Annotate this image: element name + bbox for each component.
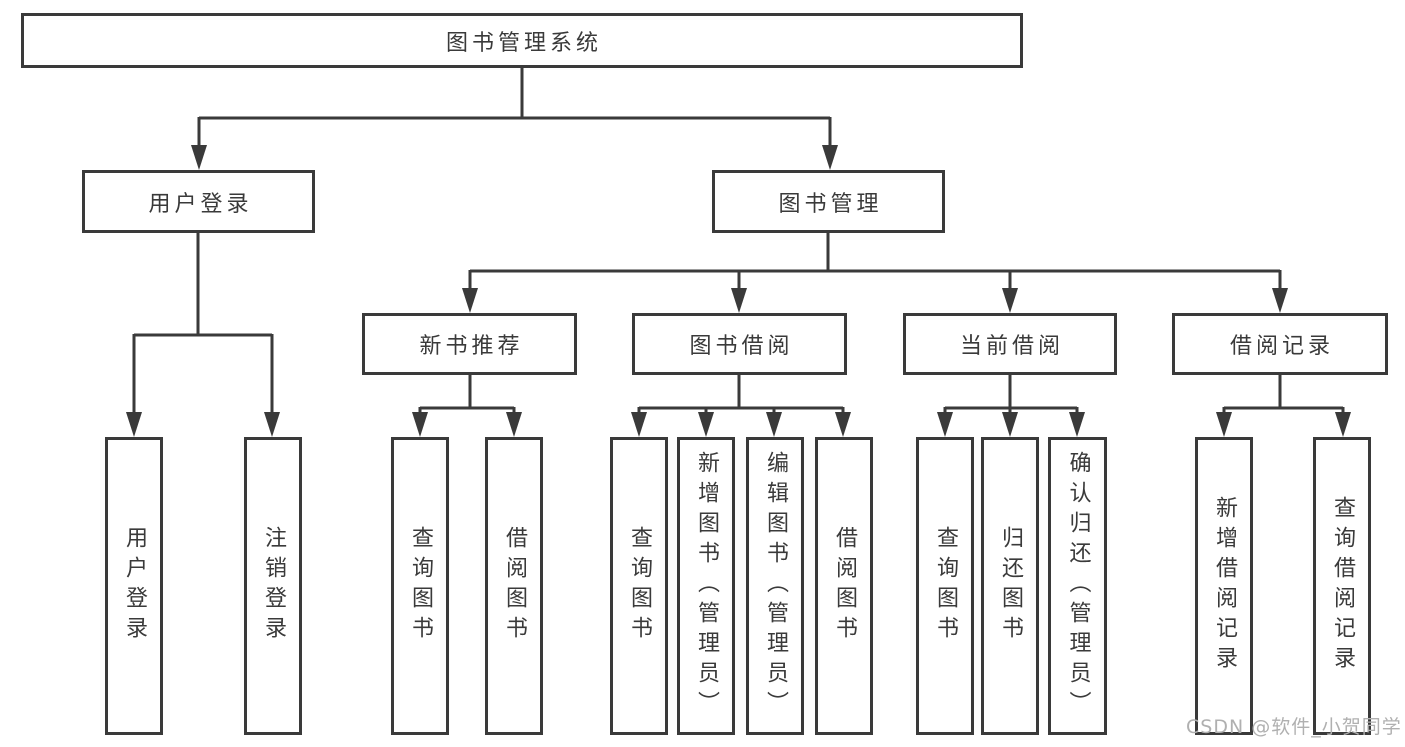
node-label: 新增图书（管理员） <box>694 451 719 721</box>
node-label: 用户登录 <box>148 191 253 217</box>
leaf-borrow-books-recommend: 借阅图书 <box>485 437 543 735</box>
node-user-login: 用户登录 <box>82 170 315 233</box>
leaf-query-books-current: 查询图书 <box>916 437 974 735</box>
node-library-management-system: 图书管理系统 <box>21 13 1023 68</box>
leaf-query-books-recommend: 查询图书 <box>391 437 449 735</box>
leaf-edit-books-admin: 编辑图书（管理员） <box>746 437 804 735</box>
node-label: 用户登录 <box>122 526 147 646</box>
node-book-borrowing: 图书借阅 <box>632 313 847 375</box>
node-label: 确认归还（管理员） <box>1065 451 1091 721</box>
node-borrowing-records: 借阅记录 <box>1172 313 1388 375</box>
leaf-add-borrow-record: 新增借阅记录 <box>1195 437 1253 735</box>
leaf-return-books: 归还图书 <box>981 437 1039 735</box>
node-label: 借阅图书 <box>502 526 527 646</box>
leaf-user-login: 用户登录 <box>105 437 163 735</box>
node-label: 借阅记录 <box>1229 334 1334 359</box>
node-label: 新增借阅记录 <box>1212 496 1237 676</box>
node-label: 查询图书 <box>933 526 958 646</box>
node-label: 新书推荐 <box>419 334 524 359</box>
leaf-query-borrow-record: 查询借阅记录 <box>1313 437 1371 735</box>
leaf-add-books-admin: 新增图书（管理员） <box>677 437 735 735</box>
node-label: 归还图书 <box>998 526 1023 646</box>
csdn-watermark: CSDN @软件_小贺同学 <box>1186 716 1402 738</box>
leaf-confirm-return-admin: 确认归还（管理员） <box>1048 437 1107 735</box>
node-label: 图书管理系统 <box>445 30 602 56</box>
node-label: 查询借阅记录 <box>1330 496 1355 676</box>
arrowheads <box>126 145 1351 437</box>
leaf-borrow-books: 借阅图书 <box>815 437 873 735</box>
node-label: 图书借阅 <box>689 334 794 359</box>
node-book-management: 图书管理 <box>712 170 945 233</box>
node-label: 编辑图书（管理员） <box>763 451 788 721</box>
node-label: 当前借阅 <box>959 334 1064 359</box>
leaf-query-books-borrow: 查询图书 <box>610 437 668 735</box>
node-new-book-recommendation: 新书推荐 <box>362 313 577 375</box>
node-label: 查询图书 <box>408 526 433 646</box>
node-label: 查询图书 <box>627 526 652 646</box>
node-current-borrowing: 当前借阅 <box>903 313 1117 375</box>
node-label: 借阅图书 <box>832 526 857 646</box>
leaf-logout: 注销登录 <box>244 437 302 735</box>
node-label: 注销登录 <box>261 526 286 646</box>
node-label: 图书管理 <box>778 191 883 217</box>
